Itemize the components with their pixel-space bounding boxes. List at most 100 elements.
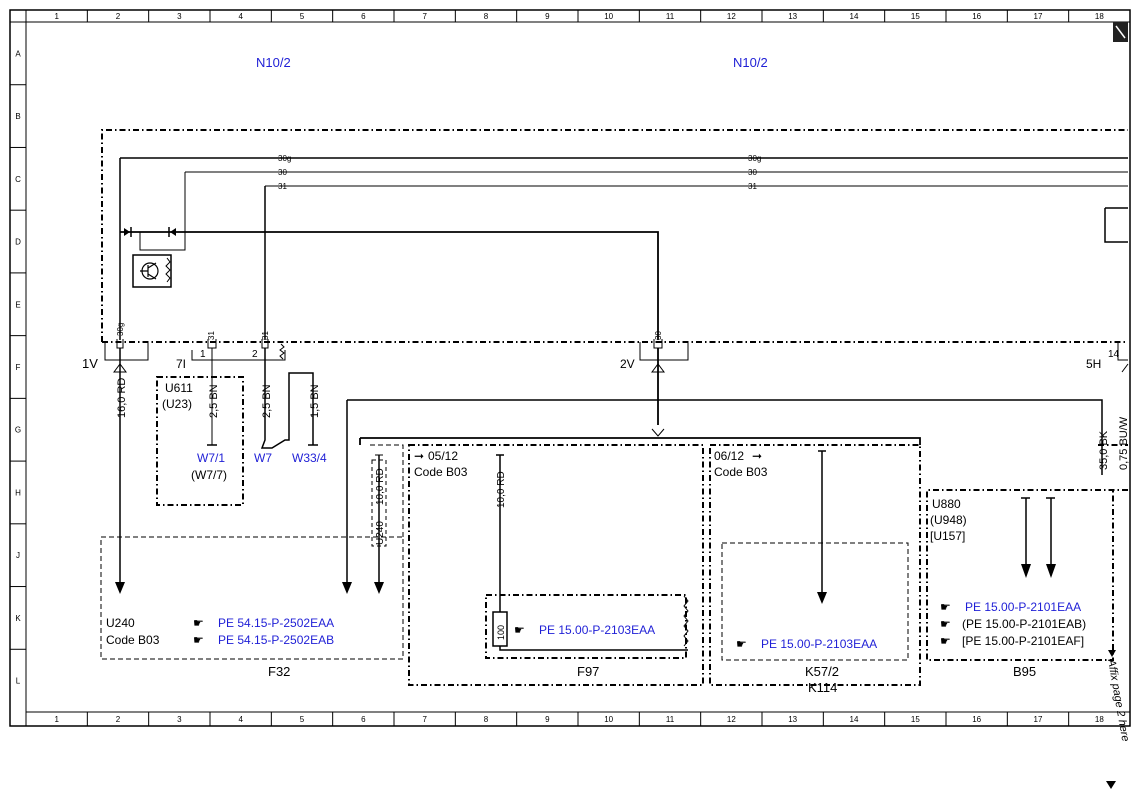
ruler-column-label: 13: [788, 715, 797, 724]
k114-label: K114: [808, 680, 837, 695]
wire-label-bk35: 35,0 BK: [1098, 430, 1110, 470]
connector-5h: [1104, 207, 1129, 373]
ruler-column-label: 2: [116, 12, 121, 21]
k57-inner-box: [721, 542, 909, 661]
f97-fuse-label: 100: [496, 625, 506, 640]
ruler-column-label: 13: [788, 12, 797, 21]
b95-u948-label: (U948): [930, 513, 967, 527]
ruler-row-label: C: [15, 175, 21, 184]
ruler-column-label: 5: [300, 715, 305, 724]
ruler-column-label: 5: [300, 12, 305, 21]
f32-ref-link-1[interactable]: PE 54.15-P-2502EAA: [218, 616, 334, 630]
f97-hand-icon: ☛: [514, 623, 525, 637]
ruler-column-label: 17: [1034, 715, 1043, 724]
affix-arrow-icon: [1106, 781, 1116, 789]
ruler-column-label: 2: [116, 715, 121, 724]
ruler-row-label: J: [16, 551, 20, 560]
ruler-column-label: 14: [850, 12, 859, 21]
ruler-column-label: 12: [727, 12, 736, 21]
ruler-column-label: 4: [238, 715, 243, 724]
wire-label-bn15: 1,5 BN: [309, 384, 321, 418]
b95-wiring: [1021, 497, 1056, 578]
f97-code-label: Code B03: [414, 465, 468, 479]
b95-hand-icon-1: ☛: [940, 600, 951, 614]
bus-label-30-right: 30: [748, 168, 757, 177]
ground-link-w334[interactable]: W33/4: [292, 451, 327, 465]
u611-alt-label: (U23): [162, 397, 192, 411]
ruler-column-label: 6: [361, 715, 366, 724]
wire-label-bn25a: 2,5 BN: [208, 384, 220, 418]
ruler-column-label: 15: [911, 715, 920, 724]
affix-page-label: Affix page 2 here: [1105, 657, 1131, 742]
connector-pin-1: 1: [200, 349, 206, 360]
f97-wiring: [485, 454, 689, 659]
b95-label: B95: [1013, 664, 1036, 679]
u611-label: U611: [165, 381, 193, 395]
ruler-column-label: 8: [484, 715, 489, 724]
ruler-column-label: 16: [972, 12, 981, 21]
ruler-column-label: 17: [1034, 12, 1043, 21]
ruler-column-label: 1: [54, 715, 59, 724]
wire-label-rd10a: 10,0 RD: [375, 468, 386, 505]
ruler-row-label: A: [15, 49, 21, 58]
affix-arrow-top-icon: [1108, 650, 1116, 657]
module-boundary-top: [101, 129, 1128, 342]
connector-1v: [104, 339, 149, 594]
ruler-column-label: 3: [177, 12, 182, 21]
k57-box: [709, 444, 921, 686]
k57-arrow-icon: ➞: [752, 449, 762, 463]
n10-label-left[interactable]: N10/2: [256, 55, 291, 70]
k57-hand-icon: ☛: [736, 637, 747, 651]
ruler-row-label: H: [15, 488, 21, 497]
wire-label-u240-vertical: U240: [375, 521, 386, 545]
wire-label-rd10b: 10,0 RD: [496, 471, 507, 508]
wire-label-rd16: 16,0 RD: [116, 378, 128, 418]
ruler-column-label: 11: [666, 715, 675, 724]
ruler-column-label: 3: [177, 715, 182, 724]
connector-label-5h: 5H: [1086, 357, 1101, 371]
bus-label-31-right: 31: [748, 182, 757, 191]
f32-ref-link-2[interactable]: PE 54.15-P-2502EAB: [218, 633, 334, 647]
connector-7i: [191, 339, 318, 449]
ruler-column-label: 18: [1095, 12, 1104, 21]
f32-hand-icon-2: ☛: [193, 633, 204, 647]
connector-pin-2: 2: [252, 349, 258, 360]
k57-date-label: 06/12: [714, 449, 744, 463]
connector-pin-14: 14: [1108, 349, 1120, 360]
b95-u157-label: [U157]: [930, 529, 965, 543]
ruler-column-label: 8: [484, 12, 489, 21]
b95-u880-label: U880: [932, 497, 961, 511]
ruler-row-label: D: [15, 238, 21, 247]
k57-label: K57/2: [805, 664, 839, 679]
ruler-column-label: 15: [911, 12, 920, 21]
b95-hand-icon-2: ☛: [940, 617, 951, 631]
connector-label-7i: 7I: [176, 357, 186, 371]
connector-label-2v: 2V: [620, 357, 635, 371]
ruler-column-label: 1: [54, 12, 59, 21]
ruler-column-label: 4: [238, 12, 243, 21]
n10-label-right[interactable]: N10/2: [733, 55, 768, 70]
k57-ref-link[interactable]: PE 15.00-P-2103EAA: [761, 637, 877, 651]
ruler-column-label: 10: [604, 12, 613, 21]
f32-fuse-icon: [371, 454, 387, 594]
ruler-row-label: G: [15, 426, 21, 435]
bus-lines: [119, 157, 1128, 340]
ruler-column-label: 18: [1095, 715, 1104, 724]
ground-link-w7[interactable]: W7: [254, 451, 272, 465]
ruler-column-label: 7: [422, 12, 427, 21]
f32-box: [100, 536, 404, 660]
diode-icon: [124, 227, 176, 237]
f32-box-extension: [370, 444, 404, 537]
k57-wiring: [817, 450, 827, 604]
wire-label-bn25b: 2,5 BN: [261, 384, 273, 418]
ground-link-w71[interactable]: W7/1: [197, 451, 225, 465]
f97-ref-link[interactable]: PE 15.00-P-2103EAA: [539, 623, 655, 637]
b95-ref-link-1[interactable]: PE 15.00-P-2101EAA: [965, 600, 1081, 614]
connector-2v: [342, 339, 1103, 594]
f97-label: F97: [577, 664, 599, 679]
bus-label-31-left: 31: [278, 182, 287, 191]
pin-label-31b: 31: [261, 331, 270, 340]
